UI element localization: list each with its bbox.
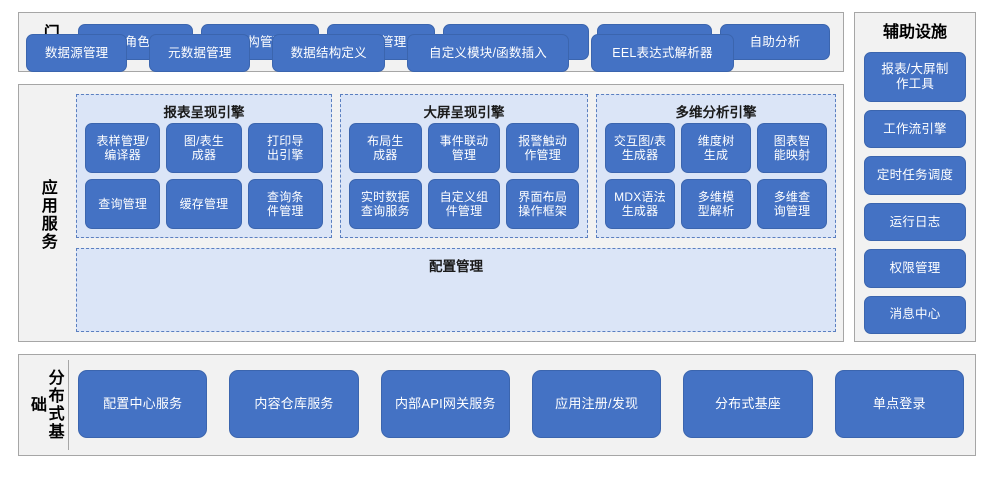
report-item-template-management-compiler[interactable]: 表样管理/ 编译器 (85, 123, 161, 173)
report-rendering-engine-panel: 报表呈现引擎 表样管理/ 编译器 图/表生 成器 打印导 出引擎 查询管理 缓存… (76, 94, 332, 238)
screen-item-alarm-trigger-action-management[interactable]: 报警触动 作管理 (506, 123, 579, 173)
report-item-query-condition-management[interactable]: 查询条 件管理 (247, 179, 323, 229)
auxiliary-facilities-list: 报表/大屏制 作工具 工作流引擎 定时任务调度 运行日志 权限管理 消息中心 (864, 52, 966, 334)
auxiliary-facilities-title: 辅助设施 (882, 24, 947, 41)
report-rendering-engine-title: 报表呈现引擎 (163, 105, 245, 120)
distributed-label-divider (68, 360, 69, 450)
screen-item-realtime-data-query-service[interactable]: 实时数据 查询服务 (349, 179, 422, 229)
portal-item-self-service-analysis[interactable]: 自助分析 (720, 24, 830, 60)
multidimensional-analysis-engine-grid: 交互图/表 生成器 维度树 生成 图表智 能映射 MDX语法 生成器 多维模 型… (605, 123, 827, 229)
config-item-data-structure-definition[interactable]: 数据结构定义 (272, 34, 385, 72)
dist-item-config-center-service[interactable]: 配置中心服务 (78, 370, 208, 438)
config-item-eel-expression-parser[interactable]: EEL表达式解析器 (591, 34, 734, 72)
report-item-print-export-engine[interactable]: 打印导 出引擎 (247, 123, 323, 173)
aux-item-workflow-engine[interactable]: 工作流引擎 (864, 109, 966, 149)
aux-item-permission-management[interactable]: 权限管理 (864, 249, 966, 288)
screen-item-layout-generator[interactable]: 布局生 成器 (349, 123, 422, 173)
aux-item-runtime-log[interactable]: 运行日志 (864, 202, 966, 242)
aux-item-scheduled-task-scheduling[interactable]: 定时任务调度 (864, 156, 966, 195)
report-item-query-management[interactable]: 查询管理 (85, 179, 161, 229)
dist-item-internal-api-gateway-service[interactable]: 内部API网关服务 (380, 370, 510, 438)
config-item-datasource-management[interactable]: 数据源管理 (26, 34, 128, 72)
report-item-chart-table-generator[interactable]: 图/表生 成器 (166, 123, 242, 173)
configuration-management-panel: 配置管理 (76, 248, 836, 332)
multidimensional-analysis-engine-panel: 多维分析引擎 交互图/表 生成器 维度树 生成 图表智 能映射 MDX语法 生成… (596, 94, 836, 238)
screen-item-custom-component-management[interactable]: 自定义组 件管理 (427, 179, 501, 229)
distributed-foundation-label: 分布式基础 (28, 369, 63, 441)
aux-item-message-center[interactable]: 消息中心 (864, 295, 966, 334)
screen-item-event-linkage-management[interactable]: 事件联动 管理 (427, 123, 501, 173)
large-screen-rendering-engine-grid: 布局生 成器 事件联动 管理 报警触动 作管理 实时数据 查询服务 自定义组 件… (349, 123, 579, 229)
olap-item-multidimensional-model-parsing[interactable]: 多维模 型解析 (681, 179, 751, 229)
multidimensional-analysis-engine-title: 多维分析引擎 (675, 105, 757, 120)
config-item-metadata-management[interactable]: 元数据管理 (149, 34, 251, 72)
configuration-management-title: 配置管理 (429, 259, 483, 274)
large-screen-rendering-engine-panel: 大屏呈现引擎 布局生 成器 事件联动 管理 报警触动 作管理 实时数据 查询服务… (340, 94, 588, 238)
aux-item-report-dashboard-authoring-tool[interactable]: 报表/大屏制 作工具 (864, 52, 966, 102)
application-service-label: 应用服务 (38, 179, 56, 251)
olap-item-multidimensional-query-management[interactable]: 多维查 询管理 (757, 179, 827, 229)
distributed-foundation-row: 配置中心服务 内容仓库服务 内部API网关服务 应用注册/发现 分布式基座 单点… (78, 370, 964, 438)
report-item-cache-management[interactable]: 缓存管理 (166, 179, 242, 229)
dist-item-distributed-base[interactable]: 分布式基座 (683, 370, 813, 438)
dist-item-single-sign-on[interactable]: 单点登录 (834, 370, 964, 438)
olap-item-mdx-syntax-generator[interactable]: MDX语法 生成器 (605, 179, 675, 229)
configuration-management-row: 数据源管理 元数据管理 数据结构定义 自定义模块/函数插入 EEL表达式解析器 (26, 34, 734, 72)
dist-item-application-registry-discovery[interactable]: 应用注册/发现 (531, 370, 662, 438)
dist-item-content-repository-service[interactable]: 内容仓库服务 (229, 370, 359, 438)
olap-item-interactive-chart-table-generator[interactable]: 交互图/表 生成器 (605, 123, 675, 173)
olap-item-chart-intelligent-mapping[interactable]: 图表智 能映射 (757, 123, 827, 173)
large-screen-rendering-engine-title: 大屏呈现引擎 (423, 105, 505, 120)
config-item-custom-module-function-insertion[interactable]: 自定义模块/函数插入 (407, 34, 569, 72)
olap-item-dimension-tree-generation[interactable]: 维度树 生成 (681, 123, 751, 173)
report-rendering-engine-grid: 表样管理/ 编译器 图/表生 成器 打印导 出引擎 查询管理 缓存管理 查询条 … (85, 123, 323, 229)
screen-item-ui-layout-operation-framework[interactable]: 界面布局 操作框架 (506, 179, 579, 229)
